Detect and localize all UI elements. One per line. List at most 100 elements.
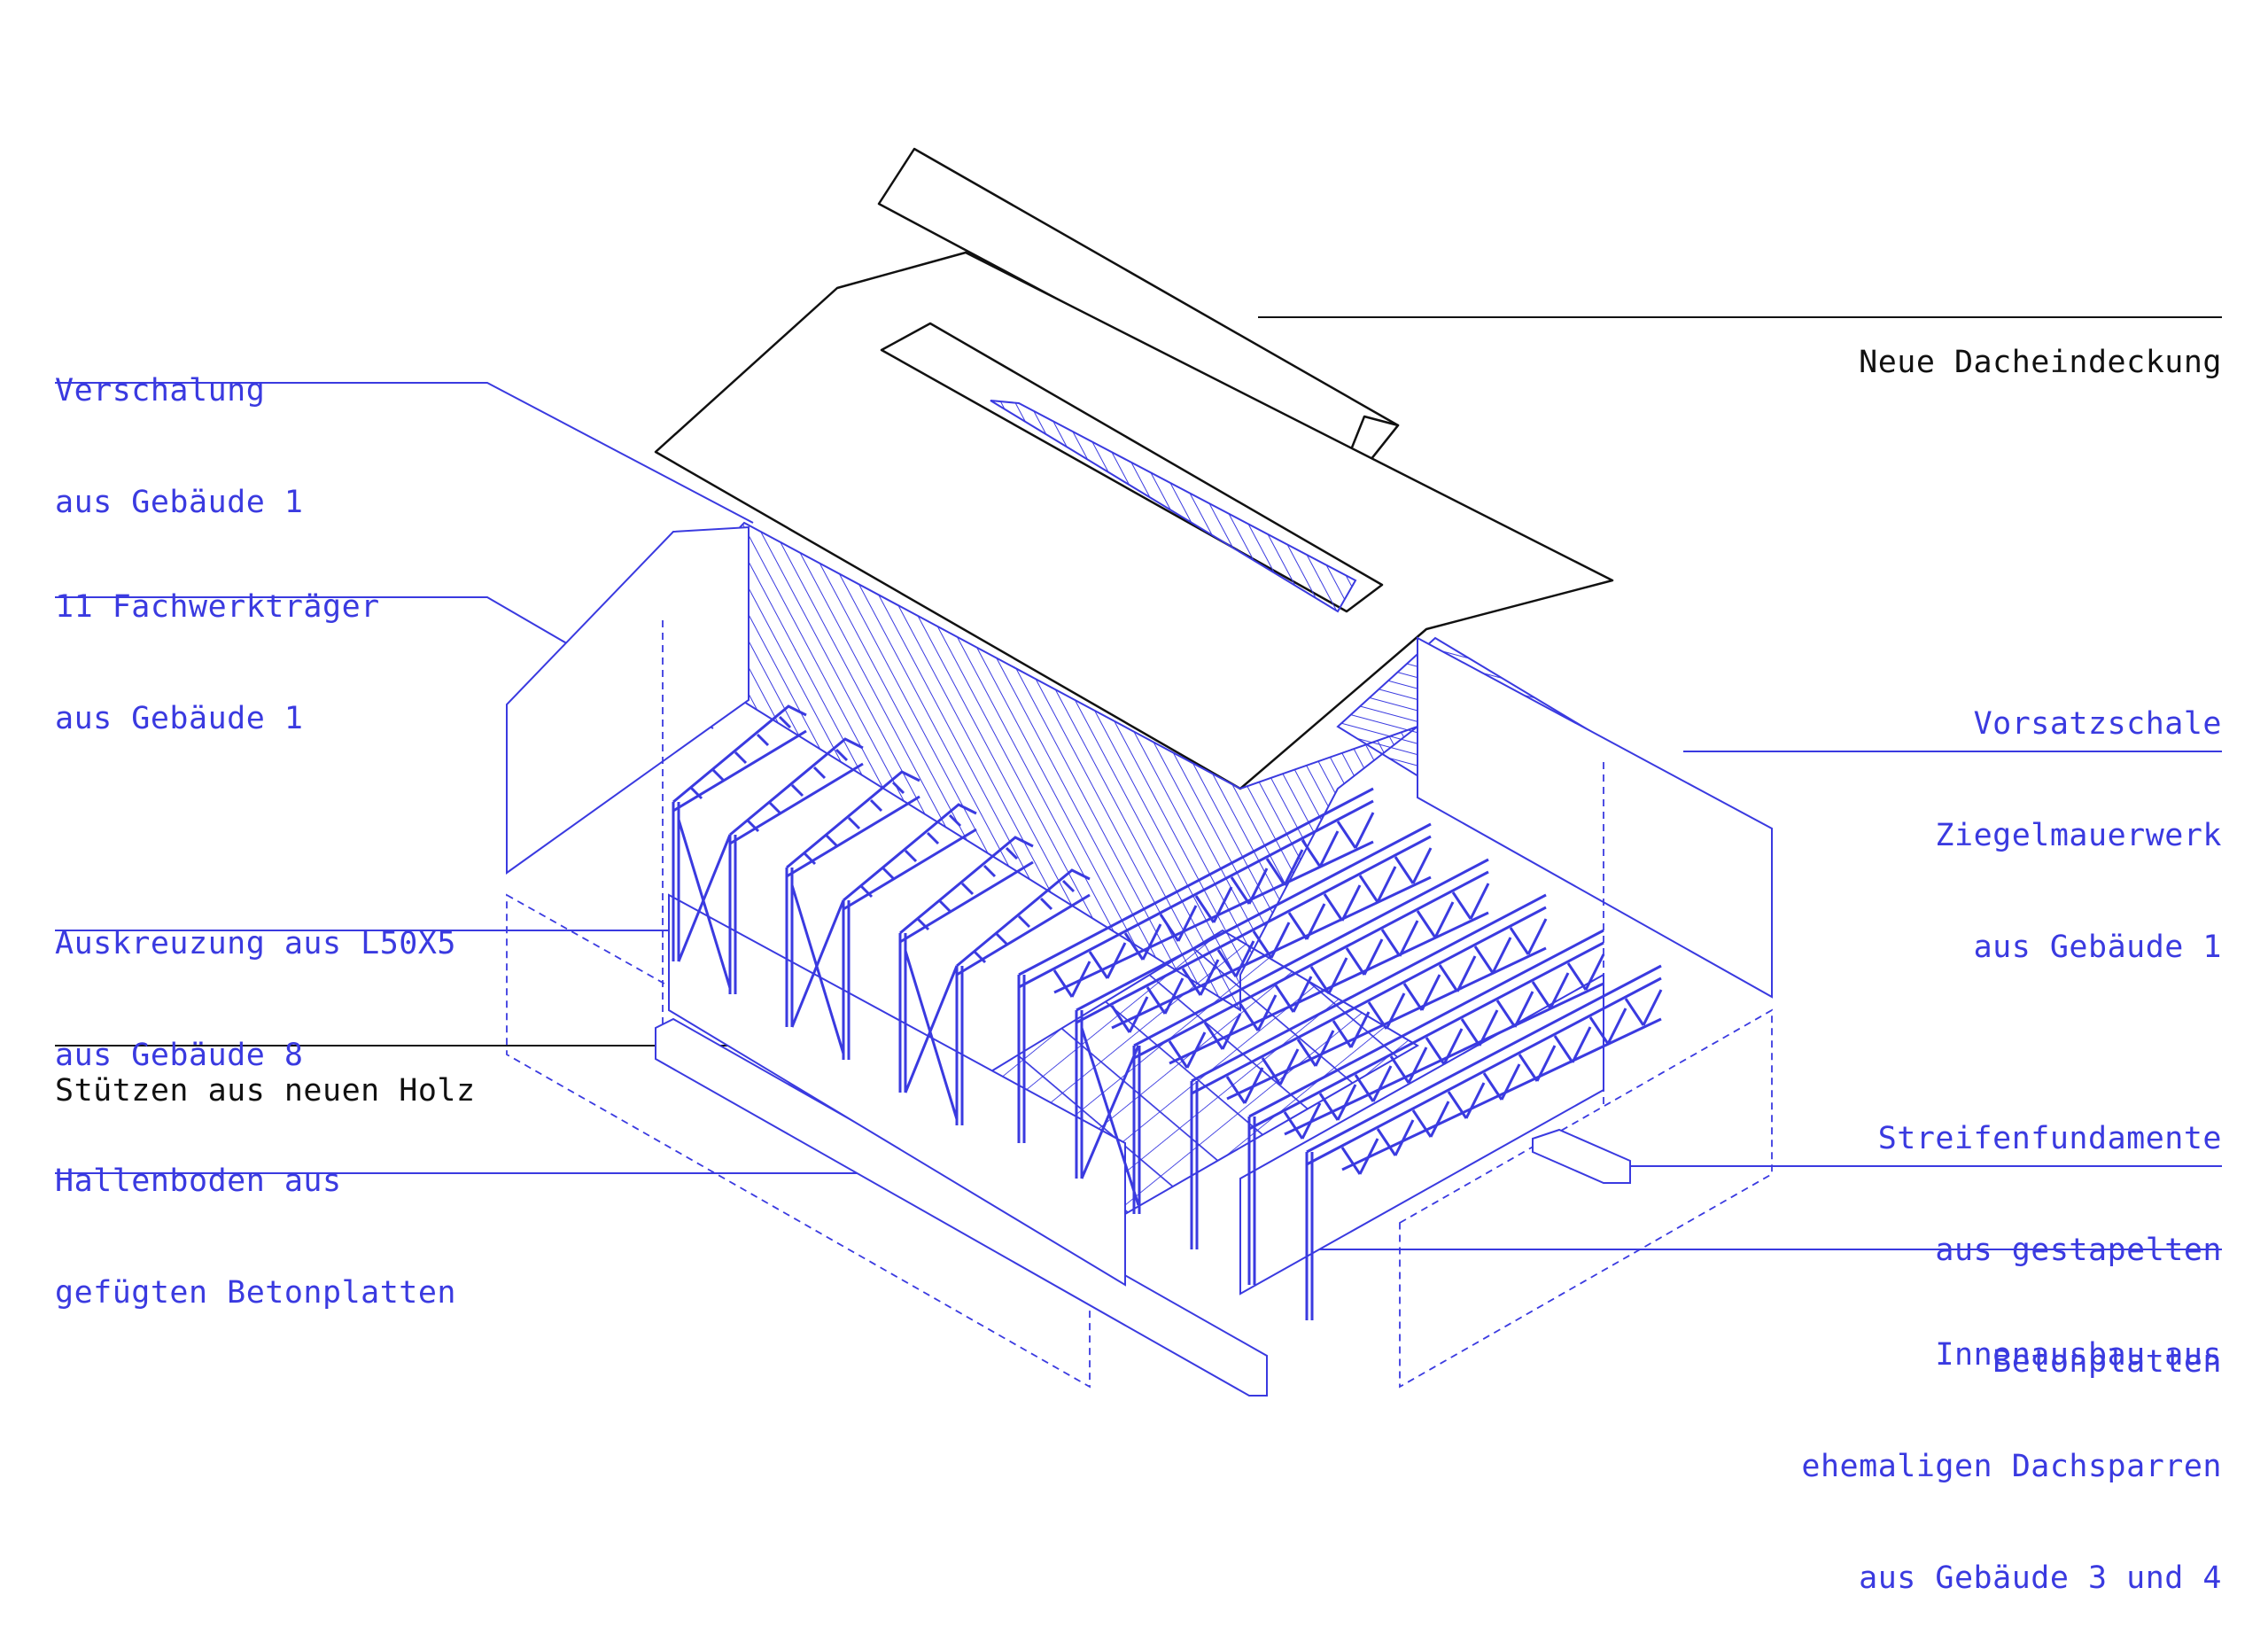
- label-auskreuzung-line1: Auskreuzung aus L50X5: [55, 926, 457, 961]
- truss-web: [1553, 1035, 1574, 1063]
- truss-web: [1177, 905, 1198, 942]
- truss-web: [1376, 866, 1397, 903]
- cross-brace: [677, 819, 732, 989]
- truss-top-chord: [1248, 941, 1604, 1131]
- truss-web: [825, 834, 839, 848]
- truss-frame-right: [1017, 787, 1375, 1143]
- truss-web: [835, 748, 849, 762]
- truss-web: [1447, 1091, 1468, 1119]
- truss-web: [1088, 951, 1109, 979]
- truss-web: [983, 864, 997, 878]
- truss-bottom-chord: [786, 795, 920, 878]
- truss-top-chord: [729, 737, 864, 836]
- truss-web: [1039, 897, 1053, 911]
- truss-web: [1199, 959, 1220, 996]
- truss-web: [1478, 1009, 1499, 1047]
- interior-walls: [668, 893, 1604, 1296]
- truss-web: [1425, 1037, 1446, 1065]
- truss-frame-right: [1247, 929, 1605, 1285]
- label-stuetzen-line1: Stützen aus neuen Holz: [55, 1073, 476, 1109]
- truss-web: [1005, 846, 1019, 860]
- truss-web: [1292, 976, 1313, 1013]
- truss-web: [1318, 830, 1340, 868]
- label-verschalung: Verschalung aus Gebäude 1: [55, 298, 303, 558]
- truss-web: [1491, 937, 1512, 974]
- truss-frame-left: [955, 868, 1091, 1125]
- label-dacheindeckung: Neue Dacheindeckung: [1859, 269, 2222, 418]
- label-innenausbau-line3: aus Gebäude 3 und 4: [1859, 1560, 2222, 1596]
- truss-web: [995, 932, 1009, 946]
- truss-web: [1128, 996, 1149, 1033]
- truss-web: [1106, 942, 1127, 979]
- label-innenausbau-line2: ehemaligen Dachsparren: [1801, 1449, 2222, 1484]
- truss-web: [1305, 903, 1326, 940]
- truss-web: [1531, 981, 1552, 1009]
- truss-web: [847, 816, 861, 830]
- truss-web: [904, 849, 918, 863]
- truss-web: [689, 786, 703, 800]
- truss-web: [1389, 1055, 1410, 1084]
- truss-web: [1513, 991, 1534, 1028]
- truss-web: [1402, 983, 1424, 1011]
- truss-web: [812, 766, 827, 780]
- label-auskreuzung: Auskreuzung aus L50X5 aus Gebäude 8: [55, 851, 456, 1111]
- truss-web: [1181, 968, 1202, 996]
- truss-web: [756, 733, 770, 747]
- truss-web: [938, 899, 952, 914]
- truss-web: [1159, 914, 1180, 942]
- truss-top-chord: [786, 770, 920, 869]
- truss-web: [926, 831, 940, 845]
- truss-web: [869, 798, 883, 813]
- truss-web: [1376, 1128, 1397, 1156]
- truss-web: [1287, 912, 1309, 940]
- truss-web: [1624, 998, 1645, 1026]
- label-verschalung-line1: Verschalung: [55, 373, 266, 408]
- truss-web: [1278, 1048, 1300, 1085]
- truss-top-chord: [899, 836, 1034, 935]
- truss-web: [1283, 849, 1304, 886]
- truss-web: [1168, 1040, 1189, 1069]
- truss-web: [1225, 1076, 1247, 1104]
- truss-web: [1283, 1111, 1304, 1140]
- truss-web: [1274, 984, 1295, 1013]
- truss-web: [859, 884, 874, 899]
- truss-web: [973, 950, 987, 964]
- truss-web: [1340, 884, 1362, 922]
- truss-web: [1247, 868, 1269, 905]
- truss-top-chord: [1191, 893, 1547, 1083]
- truss-top-chord: [1306, 964, 1662, 1154]
- label-fachwerk-line1: 11 Fachwerkträger: [55, 589, 380, 625]
- truss-top-chord: [1018, 787, 1374, 977]
- truss-web: [1123, 932, 1145, 961]
- truss-web: [1017, 914, 1031, 929]
- truss-bottom-chord: [1284, 982, 1604, 1136]
- leader-lines-right: [1276, 751, 2222, 1250]
- cross-brace: [677, 834, 732, 962]
- truss-web: [1252, 930, 1273, 959]
- truss-web: [1354, 812, 1375, 849]
- truss-web: [1549, 972, 1570, 1009]
- label-dacheindeckung-line1: Neue Dacheindeckung: [1859, 345, 2222, 380]
- truss-top-chord: [1191, 906, 1547, 1095]
- truss-web: [1442, 1028, 1464, 1065]
- truss-web: [1265, 858, 1286, 886]
- truss-web: [1535, 1045, 1557, 1082]
- truss-web: [1394, 1119, 1415, 1156]
- truss-web: [1509, 927, 1530, 955]
- cross-brace: [790, 899, 845, 1028]
- truss-web: [734, 751, 748, 765]
- truss-web: [1469, 883, 1490, 920]
- truss-frame-left: [785, 770, 920, 1054]
- truss-web: [1323, 893, 1344, 922]
- truss-web: [1526, 918, 1548, 955]
- truss-web: [1407, 1047, 1428, 1084]
- cross-brace: [1080, 1027, 1140, 1206]
- truss-web: [1345, 947, 1366, 976]
- truss-web: [1571, 1026, 1592, 1063]
- truss-web: [1256, 994, 1278, 1031]
- truss-web: [1332, 1020, 1353, 1048]
- truss-web: [882, 867, 896, 881]
- truss-web: [1495, 1000, 1517, 1028]
